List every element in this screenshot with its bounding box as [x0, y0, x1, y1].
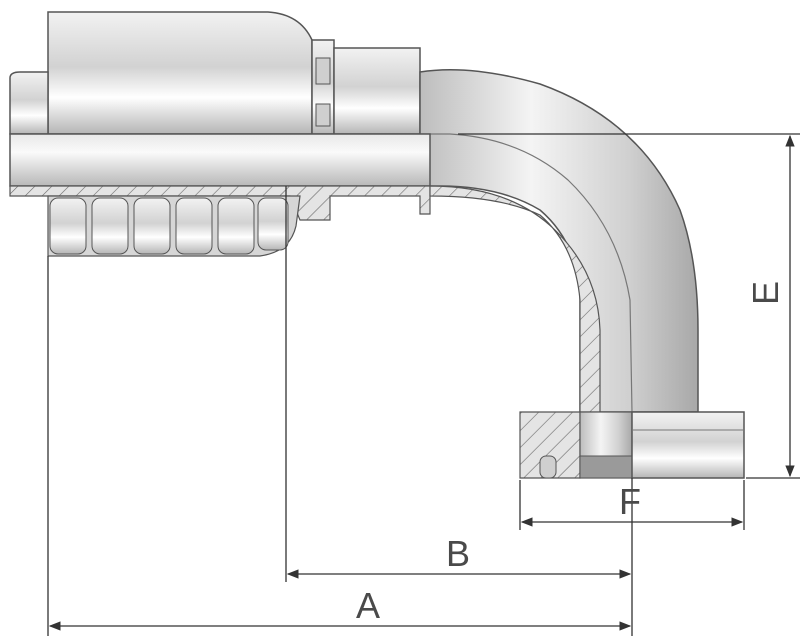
dim-label-f: F: [619, 481, 641, 522]
dimension-lines: [47, 133, 800, 636]
hose-barbs: [49, 197, 289, 255]
hex-nut: [311, 39, 421, 135]
stem-tube: [9, 133, 431, 187]
flange: [519, 411, 745, 479]
section-view: [9, 185, 601, 413]
ferrule: [9, 11, 313, 135]
bent-tube: [419, 69, 699, 413]
dim-label-e: E: [745, 281, 786, 305]
dim-label-a: A: [356, 585, 380, 626]
dim-label-b: B: [446, 533, 470, 574]
